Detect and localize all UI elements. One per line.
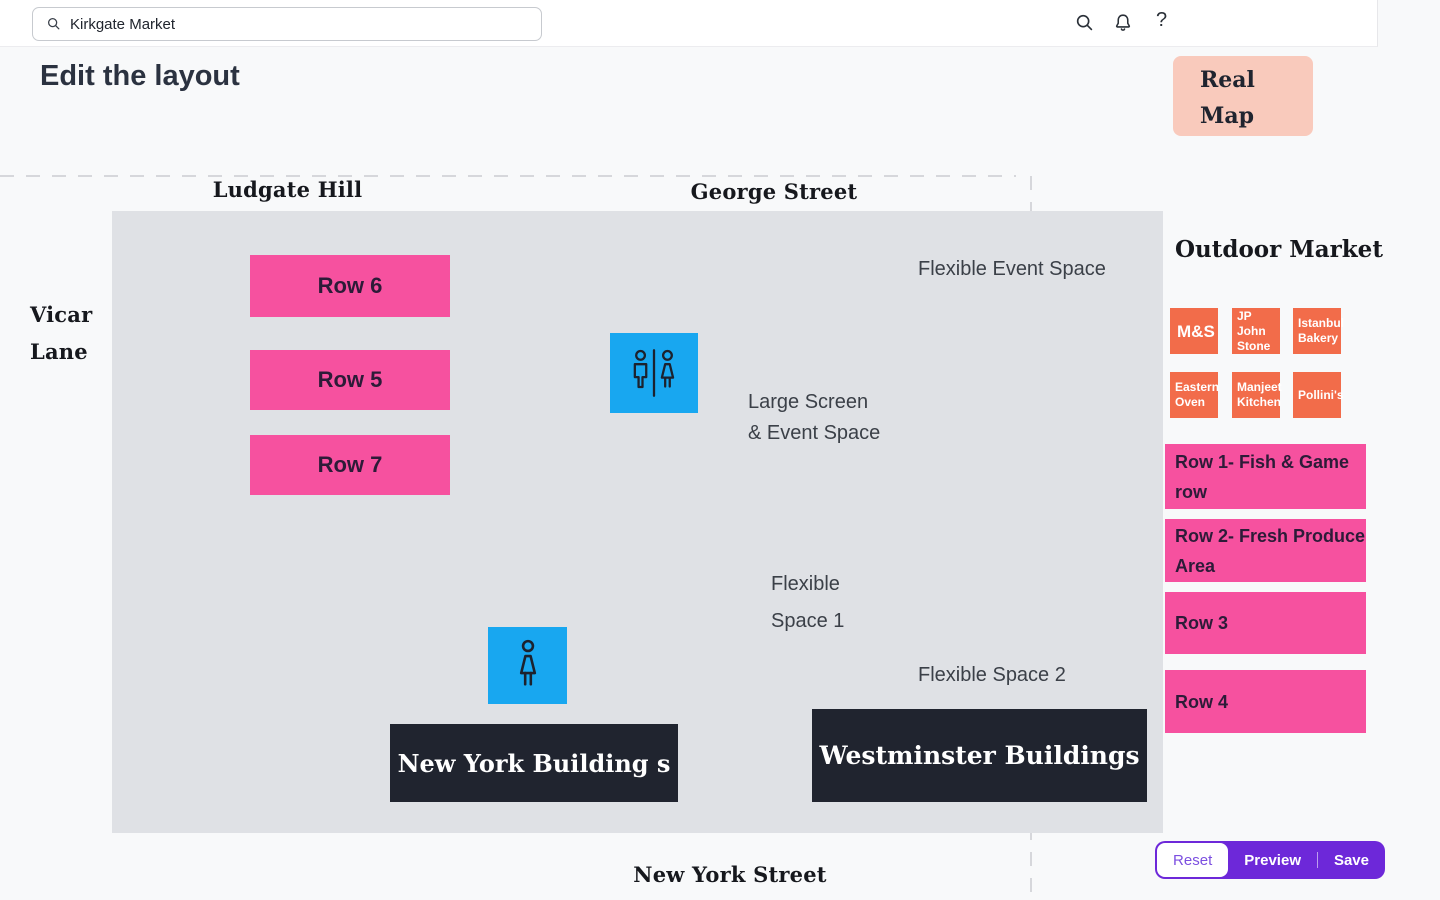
save-button[interactable]: Save: [1333, 851, 1369, 869]
vendor-tile-jp-john-stone[interactable]: JP John Stone: [1232, 308, 1280, 354]
real-map-label-line1: Real: [1200, 67, 1255, 93]
dashed-guide-horizontal: [0, 175, 1016, 177]
street-label-new-york-street: New York Street: [633, 862, 827, 887]
real-map-label-line2: Map: [1200, 103, 1254, 129]
sidebar-row-1[interactable]: Row 1- Fish & Game row: [1165, 444, 1366, 509]
vendor-tile-pollinis[interactable]: Pollini's: [1293, 372, 1344, 418]
map-row-6[interactable]: Row 6: [250, 255, 450, 317]
map-row-5[interactable]: Row 5: [250, 350, 450, 410]
help-icon[interactable]: ?: [1156, 9, 1168, 31]
vendor-tile-eastern-oven[interactable]: Eastern Oven: [1170, 372, 1219, 418]
map-row-7[interactable]: Row 7: [250, 435, 450, 495]
top-bar: Kirkgate Market ?: [0, 0, 1378, 47]
outdoor-market-title: Outdoor Market: [1175, 236, 1383, 263]
vendor-tile-manjeet-kitchen[interactable]: Manjeet Kitchen: [1232, 372, 1282, 418]
sidebar-row-3[interactable]: Row 3: [1165, 592, 1366, 654]
label-large-screen-event-space: Large Screen & Event Space: [748, 391, 881, 444]
real-map-button[interactable]: Real Map: [1173, 56, 1313, 136]
street-label-george-street: George Street: [690, 179, 858, 204]
sidebar-row-2[interactable]: Row 2- Fresh Produce Area: [1165, 519, 1366, 582]
vendor-tile-ms[interactable]: M&S: [1170, 308, 1218, 354]
toilet-unisex-block[interactable]: [610, 333, 698, 413]
toilet-women-block[interactable]: [488, 627, 567, 704]
label-flexible-space-2: Flexible Space 2: [918, 664, 1066, 686]
bell-icon[interactable]: [1112, 12, 1134, 34]
action-bar: Reset Preview Save: [1155, 841, 1385, 879]
toilet-women-icon: [519, 639, 536, 685]
street-label-ludgate-hill: Ludgate Hill: [212, 177, 363, 202]
search-icon: [48, 18, 60, 30]
vendor-tile-istanbul-bakery[interactable]: Istanbul Bakery: [1293, 308, 1344, 354]
preview-button[interactable]: Preview: [1244, 851, 1301, 869]
label-flexible-event-space: Flexible Event Space: [918, 258, 1106, 280]
toilet-unisex-icon: [633, 349, 675, 397]
sidebar-row-4[interactable]: Row 4: [1165, 670, 1366, 733]
building-new-york[interactable]: New York Building s: [390, 724, 678, 802]
page-title: Edit the layout: [40, 60, 240, 92]
reset-button[interactable]: Reset: [1157, 843, 1229, 877]
street-label-vicar-lane: Vicar Lane: [30, 302, 93, 364]
label-flexible-space-1: Flexible Space 1: [771, 573, 845, 632]
button-divider: [1317, 852, 1318, 868]
search-icon[interactable]: [1074, 12, 1096, 34]
search-value: Kirkgate Market: [70, 15, 176, 33]
search-input[interactable]: Kirkgate Market: [32, 7, 542, 41]
building-westminster[interactable]: Westminster Buildings: [812, 709, 1147, 802]
